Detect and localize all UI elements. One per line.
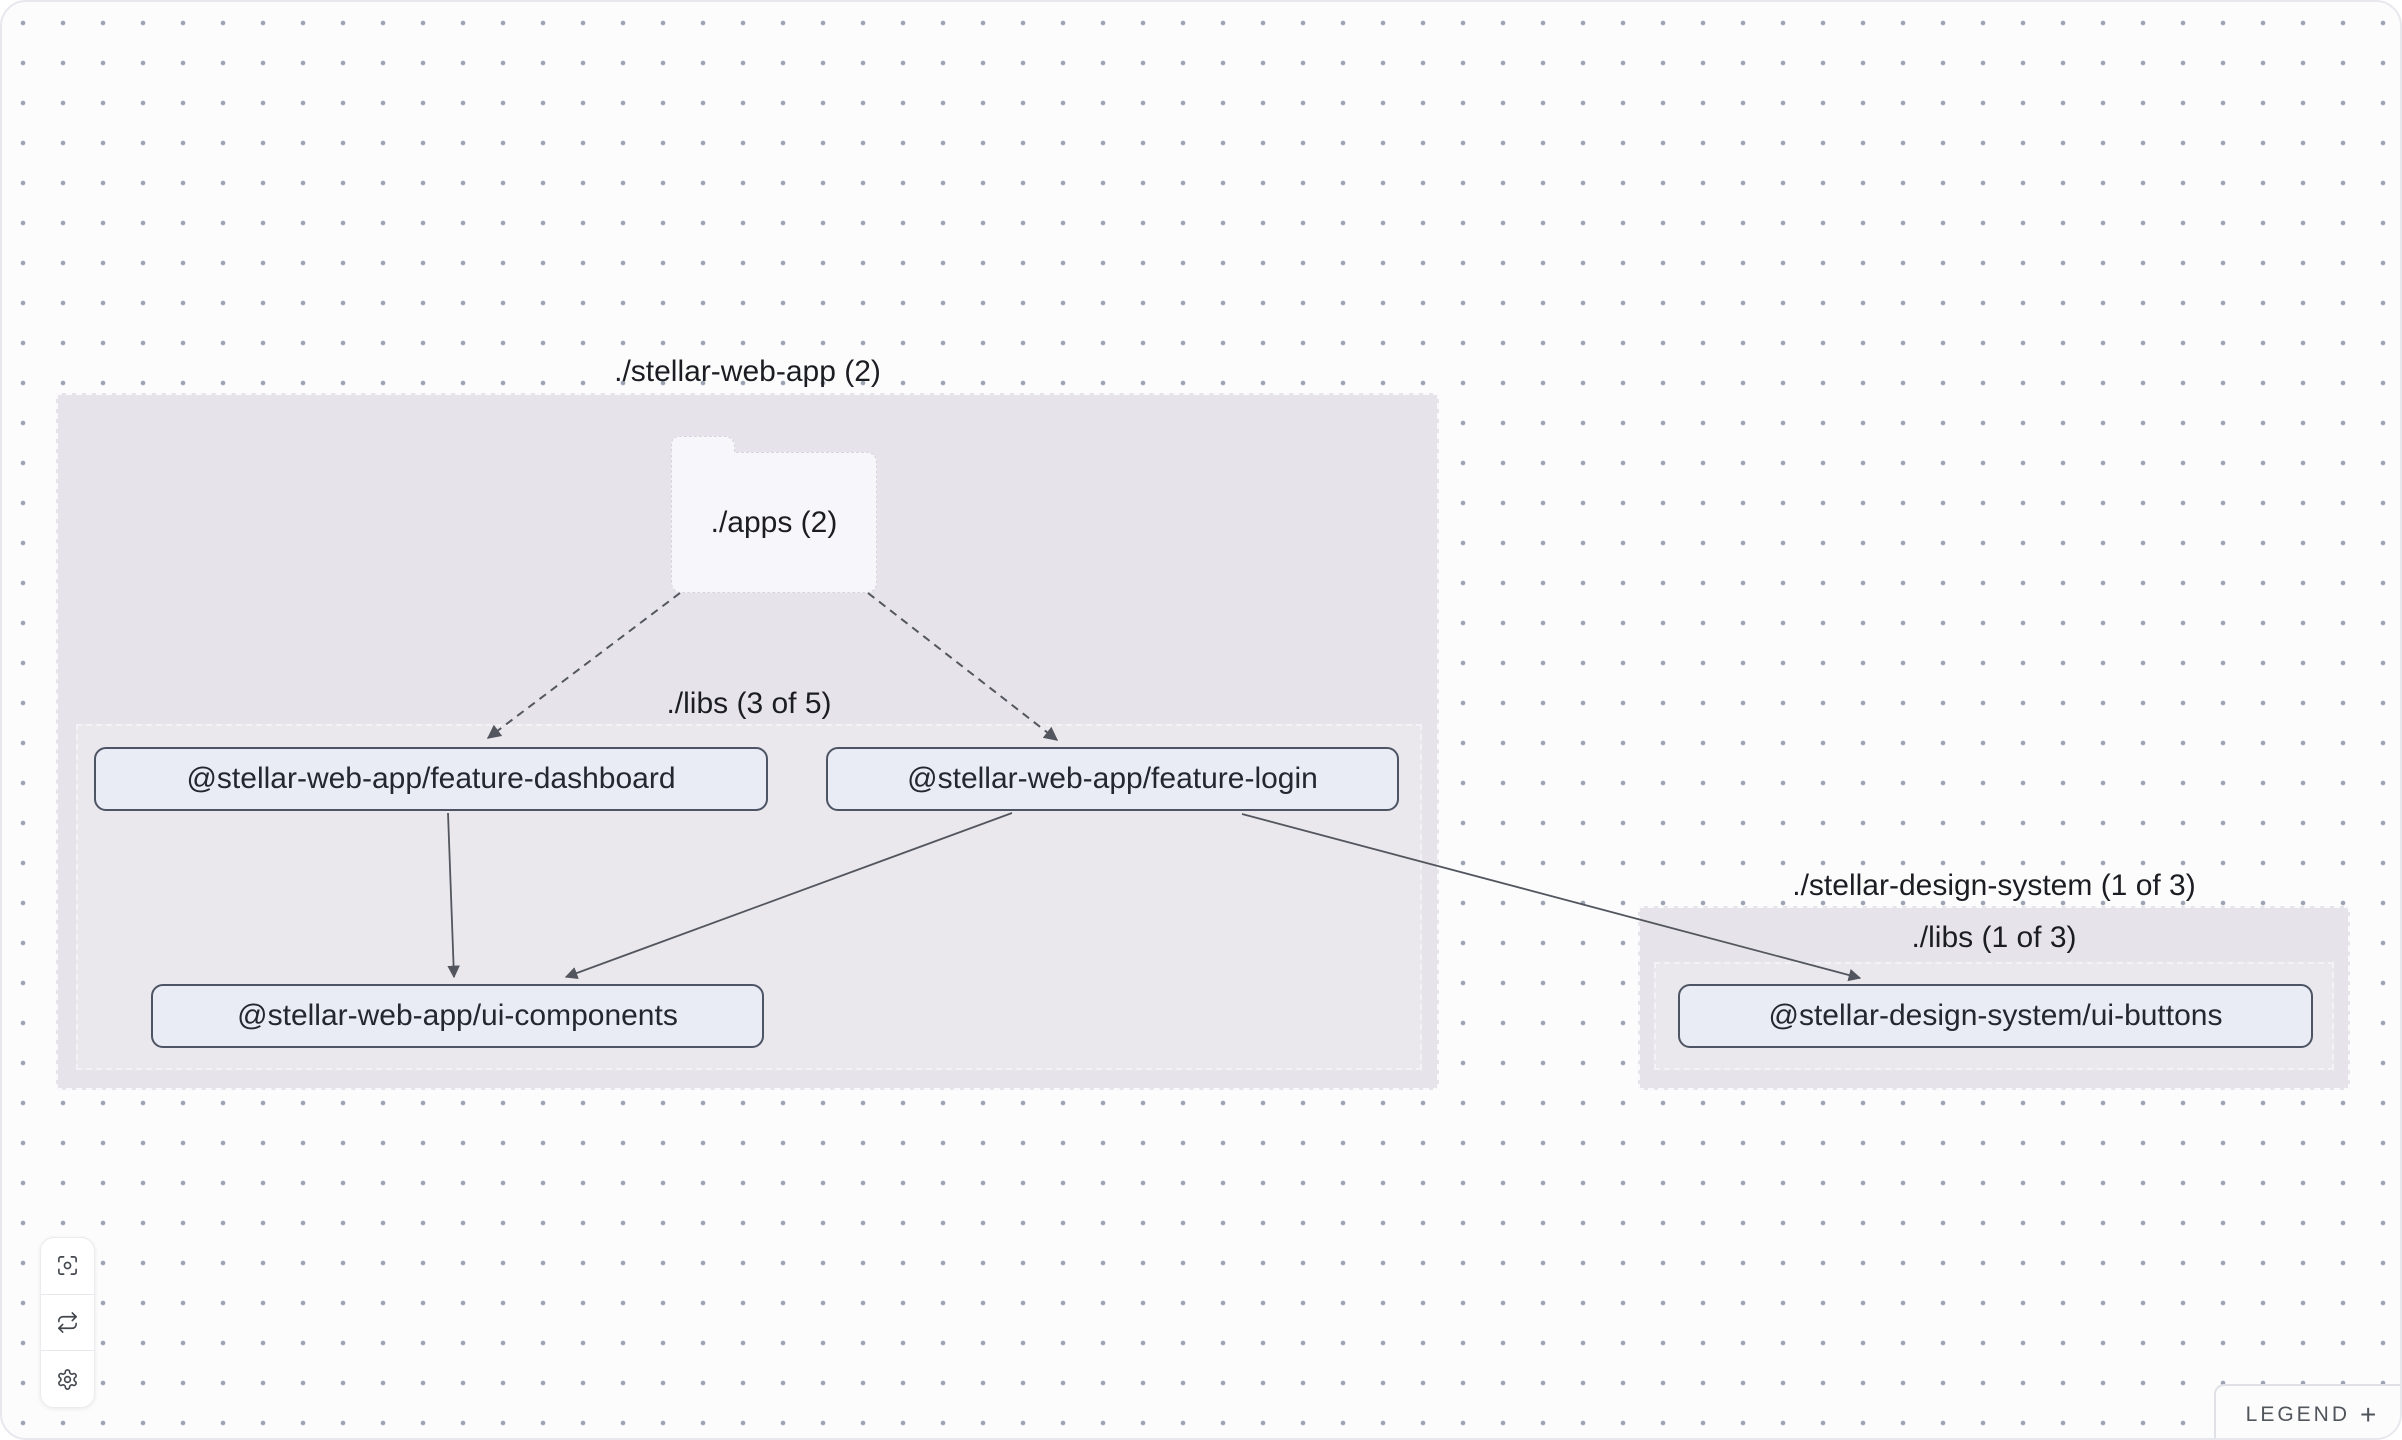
legend-toggle[interactable]: LEGEND + (2214, 1384, 2400, 1438)
group-label-stellar-design-system: ./stellar-design-system (1 of 3) (1792, 869, 2196, 902)
legend-label: LEGEND (2245, 1403, 2350, 1426)
project-node-ui-buttons[interactable]: @stellar-design-system/ui-buttons (1678, 984, 2313, 1048)
edge-feature-login-to-ui-buttons[interactable] (1241, 813, 1862, 982)
edge-feature-login-to-ui-components[interactable] (564, 812, 1013, 979)
edge-apps-to-feature-login[interactable] (867, 592, 1059, 741)
group-label-stellar-web-app: ./stellar-web-app (2) (614, 355, 881, 388)
project-node-feature-login[interactable]: @stellar-web-app/feature-login (826, 747, 1399, 811)
folder-node-apps[interactable]: ./apps (2) (671, 436, 877, 593)
refresh-icon (58, 1312, 77, 1333)
settings-button[interactable] (41, 1350, 94, 1407)
sub-group-label-design-system-libs: ./libs (1 of 3) (1911, 921, 2077, 954)
project-node-feature-dashboard[interactable]: @stellar-web-app/feature-dashboard (94, 747, 768, 811)
edge-feature-dashboard-to-ui-components[interactable] (447, 812, 460, 979)
edge-apps-to-feature-dashboard[interactable] (486, 592, 681, 739)
sub-group-label-web-app-libs: ./libs (3 of 5) (666, 687, 832, 720)
focus-button[interactable] (41, 1238, 94, 1294)
canvas-toolbar (40, 1237, 95, 1408)
focus-icon (58, 1256, 77, 1276)
legend-expand-icon: + (2360, 1399, 2377, 1430)
gear-icon (58, 1368, 77, 1390)
refresh-button[interactable] (41, 1293, 94, 1351)
project-node-ui-components[interactable]: @stellar-web-app/ui-components (151, 984, 764, 1048)
folder-node-apps-label: ./apps (2) (710, 505, 838, 539)
